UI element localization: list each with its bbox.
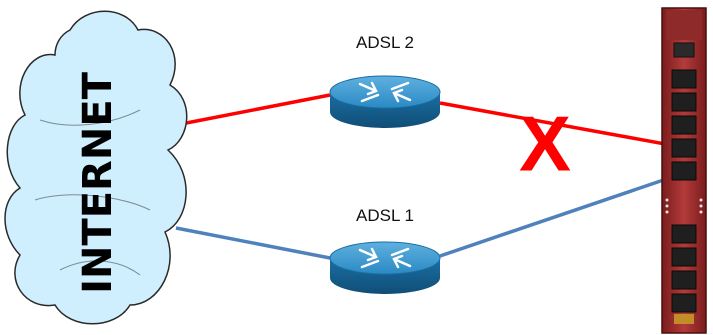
internet-label: INTERNET (75, 71, 121, 294)
link-failure-mark: X (519, 100, 571, 188)
link-adsl1 (175, 170, 688, 260)
rack-router-icon (661, 7, 707, 334)
adsl2-router-icon (329, 75, 441, 128)
link-adsl1-left-segment (175, 226, 331, 260)
link-adsl2-left-segment (175, 93, 331, 127)
link-adsl2 (175, 93, 688, 150)
adsl2-label: ADSL 2 (356, 33, 414, 52)
link-adsl1-right-segment (439, 170, 688, 258)
adsl1-router-icon (329, 241, 441, 294)
adsl1-label: ADSL 1 (356, 206, 414, 225)
link-adsl2-right-segment (439, 101, 688, 150)
internet-cloud-icon: INTERNET (4, 10, 188, 325)
